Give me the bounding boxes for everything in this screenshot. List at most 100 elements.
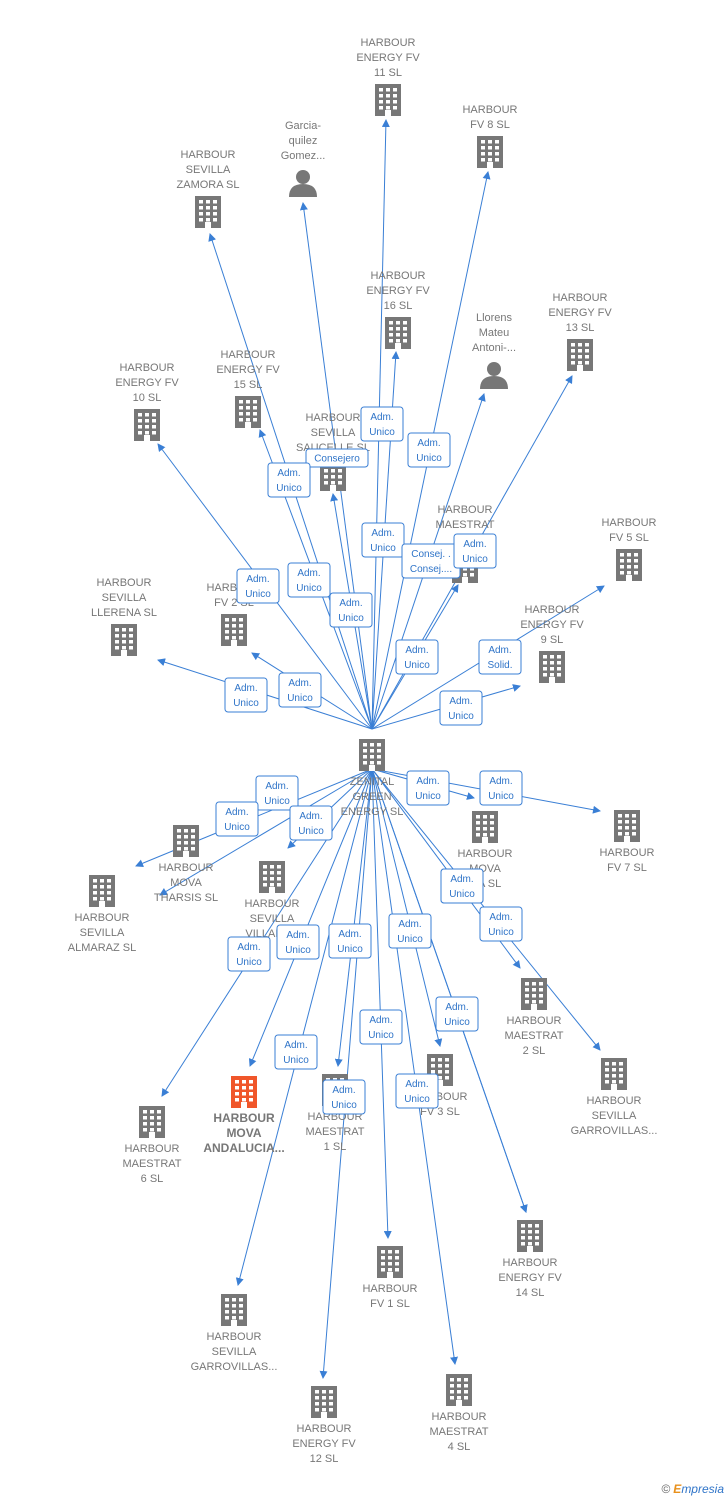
edge-label-box (215, 801, 259, 837)
node-label-line: HARBOUR (599, 847, 654, 859)
node-label-line: ENERGY FV (366, 285, 430, 297)
edge-label-box (287, 562, 331, 598)
edge-label-text: Adm. (339, 598, 362, 609)
edge-label-text: Adm. (284, 1040, 307, 1051)
node-llorens[interactable]: LlorensMateuAntoni-... (472, 312, 516, 389)
edge-label-text: Unico (236, 957, 262, 968)
node-label-line: 4 SL (448, 1441, 471, 1453)
node-label-line: MAESTRAT (305, 1126, 364, 1138)
building-icon (221, 614, 247, 646)
edge-line-andalucia (248, 768, 373, 1067)
node-label-line: HARBOUR (119, 362, 174, 374)
edge-label-text: Adm. (405, 645, 428, 656)
edge-labels-layer: Adm.UnicoAdm.UnicoConsejeroAdm.UnicoAdm.… (215, 406, 523, 1115)
edge-label-text: Adm. (332, 1085, 355, 1096)
edge-label-text: Adm. (299, 811, 322, 822)
node-label-line: 13 SL (566, 322, 595, 334)
node-label-line: HARBOUR (124, 1143, 179, 1155)
edge-label-text: Adm. (489, 776, 512, 787)
building-icon (375, 84, 401, 116)
node-label-line: HARBOUR (220, 349, 275, 361)
node-fv14[interactable]: HARBOUR ENERGY FV 14 SL (498, 1220, 562, 1299)
node-label-line: GREEN (352, 791, 391, 803)
node-label-line: HARBOUR (244, 898, 299, 910)
edge-label-villalu: Adm.Unico (289, 805, 333, 841)
edge-label-box (360, 406, 404, 442)
edge-label-text: Adm. (246, 574, 269, 585)
edge-label-llerena: Adm.Unico (224, 677, 268, 713)
edge-label-text: Unico (449, 889, 475, 900)
edge-label-box (406, 770, 450, 806)
node-label-line: 12 SL (310, 1453, 339, 1465)
node-andalucia[interactable]: HARBOURMOVAANDALUCIA... (203, 1076, 285, 1155)
node-garrov1[interactable]: HARBOURSEVILLAGARROVILLAS... (571, 1058, 658, 1137)
node-label-line: HARBOUR (158, 862, 213, 874)
edge-label-text: Adm. (297, 568, 320, 579)
edge-label-text: Unico (287, 693, 313, 704)
node-label-line: ENERGY FV (548, 307, 612, 319)
building-icon (614, 810, 640, 842)
node-label-line: SEVILLA (80, 927, 125, 939)
edge-label-box (439, 690, 483, 726)
building-icon (567, 339, 593, 371)
node-label-line: ANDALUCIA... (203, 1141, 284, 1155)
edge-label-fv14: Adm.Unico (359, 1009, 403, 1045)
building-icon (231, 1076, 257, 1108)
edge-label-text: Unico (331, 1100, 357, 1111)
edge-line-almaraz (159, 768, 373, 896)
edge-label-text: Consej.... (410, 564, 452, 575)
edge-label-fv9: Adm.Unico (439, 690, 483, 726)
node-label-line: 15 SL (234, 379, 263, 391)
edge-label-llorens: Consej. .Consej.... (401, 543, 461, 579)
edge-label-text: Adm. (369, 1015, 392, 1026)
node-label-line: HARBOUR (586, 1095, 641, 1107)
person-icon (289, 170, 317, 197)
edge-label-text: Adm. (277, 468, 300, 479)
node-label-line: FV 3 SL (420, 1106, 460, 1118)
edge-label-text: Adm. (286, 930, 309, 941)
node-label-line: THARSIS SL (154, 892, 218, 904)
node-garrov2[interactable]: HARBOURSEVILLAGARROVILLAS... (191, 1294, 278, 1373)
node-label-line: ENERGY SL (341, 806, 404, 818)
building-icon (377, 1246, 403, 1278)
node-label-line: 6 SL (141, 1173, 164, 1185)
building-icon (139, 1106, 165, 1138)
node-garcia[interactable]: Garcia-quilezGomez... (281, 120, 326, 197)
edge-label-text: Unico (415, 791, 441, 802)
building-icon (517, 1220, 543, 1252)
footer-brand: ©Empresia (661, 1482, 724, 1496)
building-icon (446, 1374, 472, 1406)
edge-label-box (395, 1073, 439, 1109)
node-label-line: 14 SL (516, 1287, 545, 1299)
edge-label-saucelle: Adm.Unico (329, 592, 373, 628)
node-label-line: HARBOUR (360, 37, 415, 49)
edge-label-fv10: Adm.Unico (236, 568, 280, 604)
building-icon (601, 1058, 627, 1090)
edge-label-fv5: Adm.Solid. (478, 639, 522, 675)
edge-line-fv3 (371, 768, 443, 1047)
edge-label-box (361, 522, 405, 558)
node-label-line: ENERGY FV (498, 1272, 562, 1284)
edge-label-text: Unico (369, 427, 395, 438)
node-label-line: HARBOUR (502, 1257, 557, 1269)
